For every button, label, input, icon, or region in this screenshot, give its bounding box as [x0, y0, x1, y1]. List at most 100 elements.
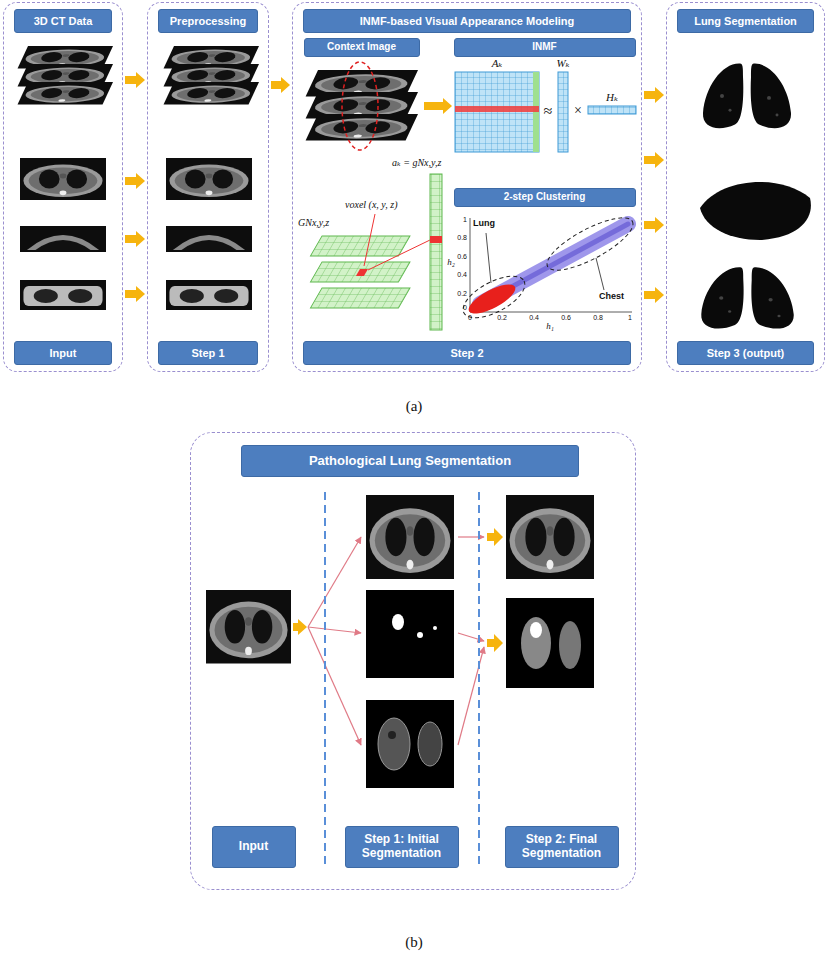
- segmented-lungs-part: [700, 182, 811, 240]
- ct-input-images-part: [20, 226, 106, 252]
- feature-vector-part: [430, 236, 442, 243]
- dashed-panel: INMF-based Visual Appearance ModelingSte…: [292, 2, 642, 372]
- matrix-label: Hₖ: [606, 91, 618, 103]
- axis-tick: 0.8: [457, 234, 467, 242]
- dashed-panel: Pathological Lung SegmentationInputStep …: [190, 432, 636, 890]
- neighbourhood-grids: [310, 214, 430, 308]
- step-banner: Step 1: Initial Segmentation: [345, 826, 459, 868]
- pathological-images-part: [388, 731, 396, 739]
- segmented-lungs-part: [701, 267, 793, 328]
- pathological-images: [206, 492, 594, 868]
- pathological-images-part: [458, 633, 484, 641]
- step-banner: 2-step Clustering: [454, 188, 636, 207]
- axis-tick: 0: [468, 314, 472, 322]
- ct-input-images-part: [18, 82, 113, 104]
- pathological-images-part: [559, 621, 581, 669]
- cluster-label: Chest: [598, 292, 625, 302]
- scatter-plot-part: [486, 233, 491, 283]
- banner-text: Context Image: [327, 41, 396, 53]
- neighbourhood-grids-part: [364, 214, 375, 266]
- neighbourhood-grids-part-part: [310, 288, 410, 308]
- yellow-arrow: [487, 528, 503, 546]
- pathological-images-part: [308, 537, 361, 627]
- flow-arrow: [644, 287, 664, 303]
- preprocessed-images-part: [166, 280, 252, 310]
- panel-header: Preprocessing: [158, 9, 258, 33]
- neighbourhood-grids-part-part: [310, 236, 410, 256]
- preprocessed-images: [164, 46, 259, 310]
- pathological-images-part: [521, 617, 551, 669]
- pathological-images-part: [366, 590, 454, 678]
- scatter-plot-part: [596, 258, 604, 290]
- feature-vector-part: [430, 174, 442, 330]
- flow-arrow: [125, 72, 145, 88]
- axis-label: h₂: [447, 258, 455, 268]
- pathological-images-part: [530, 622, 542, 638]
- pathological-images-part: [478, 492, 480, 868]
- pathological-images-part: [308, 627, 361, 745]
- axis-tick: 0.4: [457, 271, 467, 279]
- dashed-panel: PreprocessingStep 1: [147, 2, 269, 372]
- banner-text: 2-step Clustering: [504, 191, 586, 203]
- yellow-arrow: [487, 634, 503, 652]
- scatter-plot-part: [465, 279, 519, 319]
- inmf-matrices-part: [588, 106, 636, 114]
- voxel-label: voxel (x, y, z): [345, 199, 397, 210]
- pathological-images-part: [458, 536, 484, 537]
- flow-arrow: [125, 173, 145, 189]
- inmf-matrices-part: [455, 106, 539, 112]
- axis-tick: 0.8: [593, 314, 603, 322]
- scatter-plot: [457, 208, 639, 326]
- axis-tick: 0.6: [561, 314, 571, 322]
- pathological-images-part: [378, 718, 410, 770]
- neighbourhood-grids-part: [368, 240, 430, 270]
- panel-label: (b): [405, 934, 423, 951]
- neighbourhood-grids-part: [310, 262, 410, 282]
- scatter-plot-part: [457, 268, 531, 326]
- flow-arrow: [125, 231, 145, 247]
- panel-header: INMF-based Visual Appearance Modeling: [303, 9, 631, 33]
- inmf-matrices: [455, 72, 636, 152]
- pathological-images-part: [366, 700, 454, 788]
- step-banner: Input: [212, 826, 296, 868]
- step-banner: INMF: [454, 38, 636, 57]
- neighbourhood-grids-part-part: [356, 269, 368, 276]
- axis-tick: 1: [463, 216, 467, 224]
- pathological-images-part: [206, 590, 291, 664]
- yellow-arrow: [424, 98, 452, 114]
- flow-arrow: [125, 286, 145, 302]
- pathological-images-part: [418, 722, 442, 766]
- ct-input-images-part: [20, 280, 106, 310]
- pathological-images-part: [433, 626, 437, 630]
- pathological-images-part: [324, 492, 326, 868]
- flow-arrow: [644, 87, 664, 103]
- pathological-images-part: [417, 632, 423, 638]
- scatter-plot-part: [541, 208, 640, 280]
- pathological-images-part: [458, 647, 484, 745]
- neighbourhood-grids-part-part: [310, 262, 410, 282]
- inmf-matrices-part: [455, 72, 539, 152]
- flow-arrow: [644, 152, 664, 168]
- banner-text: Input: [239, 840, 268, 854]
- context-image-stack-part: [306, 114, 418, 141]
- preprocessed-images-part: [166, 226, 252, 252]
- context-image-stack-part: [342, 62, 378, 150]
- feature-vector: [430, 174, 442, 330]
- axis-tick: 0.2: [457, 290, 467, 298]
- panel-footer: Step 3 (output): [677, 341, 814, 365]
- operator-symbol: ×: [574, 103, 582, 118]
- dashed-panel: 3D CT DataInput: [3, 2, 123, 372]
- yellow-arrow: [293, 619, 307, 635]
- banner-text: INMF: [532, 41, 556, 53]
- flow-arrow: [644, 217, 664, 233]
- cluster-label: Lung: [472, 219, 496, 229]
- axis-tick: 0.4: [529, 314, 539, 322]
- ct-input-images: [18, 46, 113, 310]
- inmf-matrices-part: [558, 72, 568, 152]
- axis-label: h₁: [546, 322, 554, 332]
- dashed-panel: Lung SegmentationStep 3 (output): [666, 2, 825, 372]
- axis-tick: 0.2: [497, 314, 507, 322]
